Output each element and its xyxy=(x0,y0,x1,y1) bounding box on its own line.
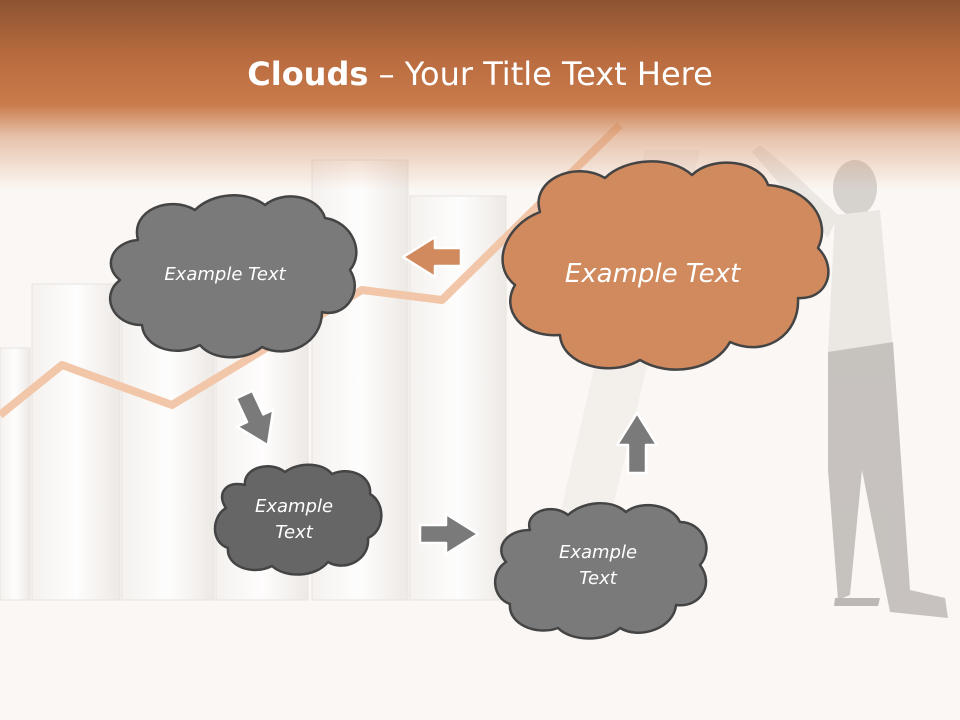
title-separator: – xyxy=(368,55,405,93)
cloud-shape-top-left[interactable] xyxy=(109,194,358,359)
slide-title: Clouds – Your Title Text Here xyxy=(0,55,960,93)
title-rest: Your Title Text Here xyxy=(404,55,713,93)
arrow-down-icon xyxy=(234,389,275,447)
cloud-shape-bottom-right[interactable] xyxy=(494,501,708,640)
cloud-shape-top-right[interactable] xyxy=(501,160,830,371)
cloud-shape-middle-left[interactable] xyxy=(213,463,383,576)
title-bold: Clouds xyxy=(247,55,369,93)
arrow-up-icon xyxy=(615,411,659,475)
arrow-left-icon xyxy=(401,235,463,279)
title-bar xyxy=(0,0,960,190)
arrow-right-icon xyxy=(418,512,480,556)
